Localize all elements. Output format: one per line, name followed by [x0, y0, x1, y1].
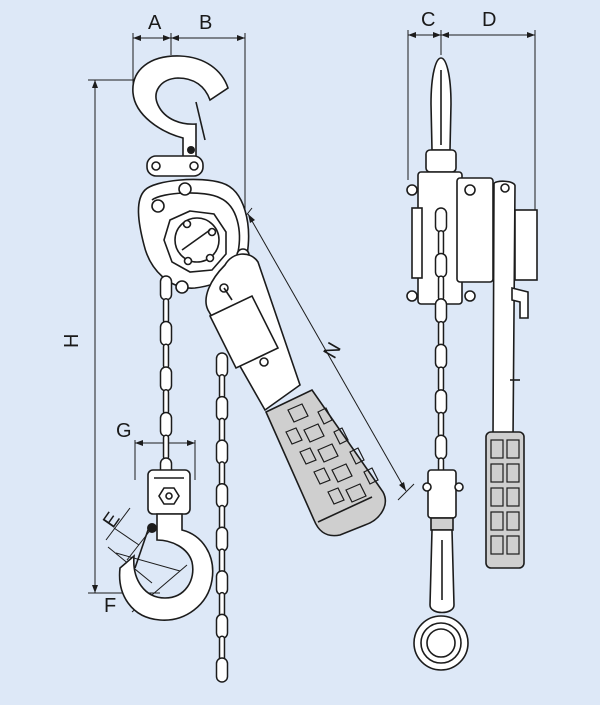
chain-link	[215, 657, 229, 683]
chain-link	[434, 389, 448, 415]
chain-link	[162, 389, 170, 415]
side-grip	[485, 431, 525, 569]
chain-link	[437, 366, 445, 392]
dimension-arrowheads	[92, 32, 535, 593]
handle-nameplate	[208, 294, 280, 370]
grip-texture	[285, 403, 379, 505]
chain-link	[215, 352, 229, 378]
top-hook	[132, 55, 229, 159]
chain-link	[434, 207, 448, 233]
side-lever-pawl	[511, 286, 529, 319]
chain-link	[215, 570, 229, 596]
side-grip-texture	[490, 439, 520, 555]
top-swivel	[146, 155, 204, 177]
chain-link	[162, 434, 170, 460]
chain-link	[162, 343, 170, 369]
label-d: D	[482, 9, 496, 31]
label-a: A	[148, 12, 162, 34]
bottom-hook-latch	[134, 529, 149, 569]
label-b: B	[199, 12, 212, 34]
chain-link	[437, 411, 445, 438]
side-lever	[492, 180, 516, 441]
chain-link	[434, 343, 448, 370]
side-bottom-block	[427, 469, 457, 519]
chain-link	[215, 439, 229, 465]
body-bolt	[151, 199, 165, 213]
chain-link	[437, 320, 445, 347]
label-e: E	[99, 508, 125, 532]
chain-link	[218, 635, 226, 661]
chain-link	[215, 395, 229, 422]
label-f: F	[104, 595, 116, 617]
chain-link	[218, 374, 226, 400]
chain-link	[159, 320, 173, 347]
chain-link	[434, 252, 448, 279]
side-lever-hub	[514, 209, 538, 281]
chain-link	[159, 275, 173, 301]
front-view	[118, 55, 387, 683]
chain-link	[159, 411, 173, 438]
bottom-hook	[118, 513, 214, 621]
handle-grip	[264, 388, 387, 537]
label-n: N	[319, 339, 345, 363]
chain-link	[218, 461, 226, 487]
chain-link	[437, 275, 445, 301]
bottom-latch-pin	[147, 523, 157, 533]
chain-link	[215, 526, 229, 553]
body-bolt	[175, 280, 189, 294]
latch-pin	[187, 146, 195, 154]
chain-link	[434, 298, 448, 324]
chain-link	[159, 366, 173, 392]
body-bolt	[178, 182, 192, 196]
label-g: G	[116, 420, 132, 442]
chain-link	[218, 591, 226, 618]
side-view	[406, 57, 538, 671]
side-brake-cover	[411, 207, 423, 279]
label-h: H	[61, 334, 83, 348]
chain-link	[434, 434, 448, 461]
side-swivel	[425, 149, 457, 173]
label-c: C	[421, 9, 435, 31]
side-gear-housing	[456, 177, 494, 283]
hand-chain	[215, 352, 229, 683]
hook-latch	[195, 101, 206, 141]
chain-link	[215, 613, 229, 640]
load-chain	[159, 275, 173, 483]
chain-link	[218, 417, 226, 444]
chain-link	[437, 229, 445, 256]
body-cover	[151, 192, 241, 253]
chain-link	[218, 504, 226, 531]
chain-link	[218, 548, 226, 574]
chain-link	[215, 482, 229, 509]
side-swivel-bearing	[430, 517, 454, 531]
chain-link	[162, 298, 170, 324]
